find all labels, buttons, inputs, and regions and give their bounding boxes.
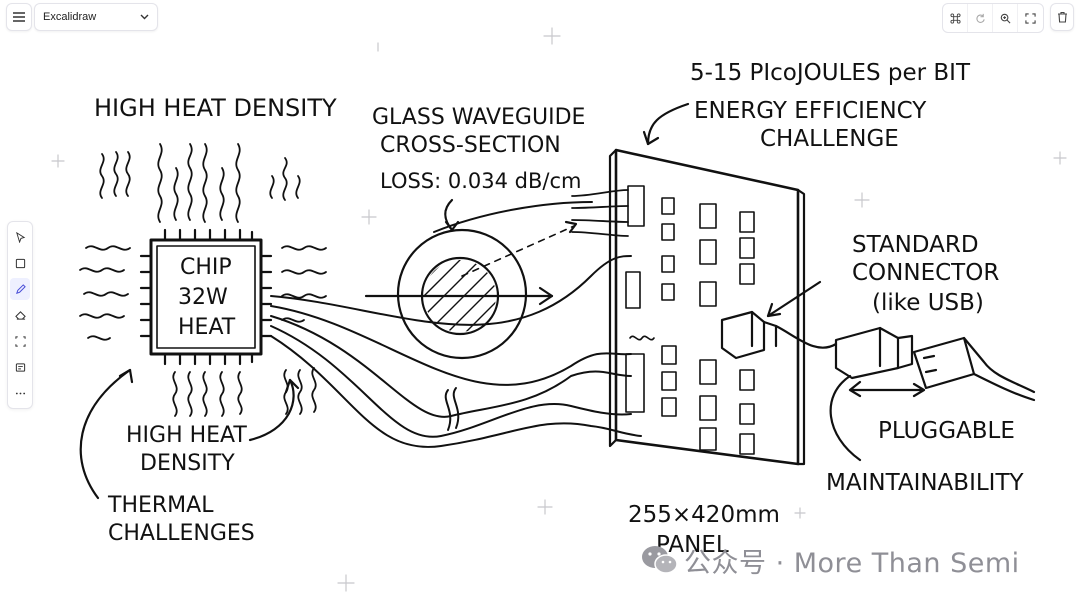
label-heat-top: HIGH HEAT DENSITY (94, 94, 337, 122)
label-chip-1: CHIP (180, 255, 232, 280)
redo-button[interactable] (968, 4, 993, 32)
connector-drawing (720, 280, 1036, 462)
embed-icon (15, 362, 25, 372)
left-toolbar (7, 221, 33, 409)
label-panel-1: 255×420mm (628, 502, 780, 528)
fullscreen-button[interactable] (1018, 4, 1043, 32)
rectangle-tool[interactable] (10, 252, 30, 274)
zoom-button[interactable] (993, 4, 1018, 32)
label-loss: LOSS: 0.034 dB/cm (380, 169, 582, 193)
rectangle-icon (15, 258, 25, 268)
label-energy-0: 5-15 PIcoJOULES per BIT (690, 60, 971, 86)
label-chip-2: 32W (178, 285, 228, 310)
label-waveguide-2: CROSS-SECTION (380, 133, 561, 158)
watermark-text: 公众号 · More Than Semi (684, 547, 1020, 579)
label-pluggable: PLUGGABLE (878, 418, 1015, 444)
heat-bottom-arrow (248, 378, 295, 442)
select-tool[interactable] (10, 226, 30, 248)
waveguide-drawing (364, 198, 593, 360)
top-right-toolbar (942, 3, 1044, 33)
command-icon (949, 12, 961, 24)
frame-icon (14, 335, 26, 347)
eraser-tool[interactable] (10, 304, 30, 326)
fullscreen-icon (1025, 12, 1036, 24)
delete-button[interactable] (1050, 3, 1074, 31)
label-energy-2: CHALLENGE (760, 126, 899, 152)
more-icon (15, 392, 25, 394)
chevron-down-icon (140, 14, 149, 20)
panel-drawing (571, 148, 806, 466)
project-select[interactable]: Excalidraw (34, 3, 158, 31)
project-name: Excalidraw (43, 11, 97, 23)
label-panel-2: PANEL (656, 532, 729, 558)
pen-icon (15, 283, 26, 294)
optical-fibers (270, 255, 642, 448)
hamburger-icon (13, 12, 25, 22)
energy-arrow (646, 102, 690, 146)
trash-icon (1057, 11, 1067, 23)
command-palette-button[interactable] (943, 4, 968, 32)
pen-tool[interactable] (10, 278, 30, 300)
label-connector-3: (like USB) (872, 290, 984, 316)
frame-tool[interactable] (10, 330, 30, 352)
label-heat-bottom-1: HIGH HEAT (126, 423, 247, 448)
eraser-icon (14, 310, 26, 320)
label-thermal-2: CHALLENGES (108, 521, 255, 546)
label-energy-1: ENERGY EFFICIENCY (694, 98, 927, 124)
label-heat-bottom-2: DENSITY (140, 451, 235, 476)
zoom-icon (1000, 13, 1010, 23)
embed-tool[interactable] (10, 356, 30, 378)
wechat-icon (642, 546, 678, 574)
label-waveguide-1: GLASS WAVEGUIDE (372, 105, 585, 130)
thermal-arrow (79, 368, 132, 500)
main-menu-button[interactable] (6, 3, 32, 31)
label-connector-2: CONNECTOR (852, 260, 999, 286)
more-tools-button[interactable] (10, 382, 30, 404)
pointer-icon (15, 231, 25, 243)
chip-drawing (139, 228, 273, 366)
watermark: 公众号 · More Than Semi (640, 540, 1020, 580)
grid-crosshairs (51, 27, 1067, 592)
redo-icon (975, 13, 985, 23)
label-chip-3: HEAT (178, 315, 236, 340)
heat-waves (79, 143, 327, 417)
label-thermal-1: THERMAL (107, 493, 214, 518)
label-connector-1: STANDARD (852, 232, 979, 258)
label-maintainability: MAINTAINABILITY (826, 470, 1024, 496)
